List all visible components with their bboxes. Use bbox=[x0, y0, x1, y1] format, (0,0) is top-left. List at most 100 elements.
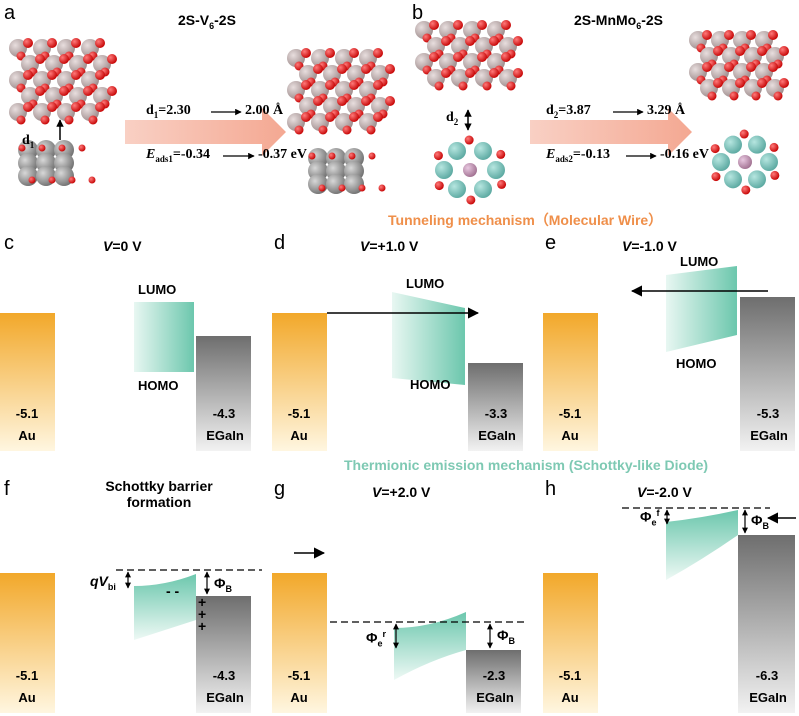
oxygen-atom bbox=[713, 46, 723, 56]
au-name-d: Au bbox=[290, 428, 308, 443]
oxygen-atom bbox=[95, 70, 105, 80]
lumo-label-e: LUMO bbox=[680, 254, 719, 269]
au-name-h: Au bbox=[561, 690, 579, 705]
panel-letter-d: d bbox=[274, 232, 286, 254]
oxygen-atom bbox=[466, 195, 476, 205]
oxygen-atom bbox=[308, 152, 316, 160]
mo-atom bbox=[724, 170, 742, 189]
oxygen-atom bbox=[47, 38, 57, 48]
oxygen-atom bbox=[318, 125, 328, 135]
oxygen-atom bbox=[735, 78, 745, 88]
oxygen-atom bbox=[724, 30, 734, 40]
mo-atom bbox=[474, 141, 492, 160]
bias-label-c: V=0 V bbox=[103, 238, 142, 254]
panel-letter-h: h bbox=[545, 478, 557, 500]
oxygen-atom bbox=[59, 86, 69, 96]
oxygen-atom bbox=[513, 36, 523, 46]
oxygen-atom bbox=[35, 86, 45, 96]
homo-label-c: HOMO bbox=[138, 378, 179, 393]
oxygen-atom bbox=[779, 78, 789, 88]
au-level-d: -5.1 bbox=[287, 406, 311, 421]
au-electrode-d bbox=[272, 313, 327, 451]
oxygen-atom bbox=[489, 68, 499, 78]
oxygen-atom bbox=[434, 81, 444, 91]
oxygen-atom bbox=[464, 135, 474, 145]
panel-letter-b: b bbox=[412, 2, 424, 24]
homo-label-d: HOMO bbox=[410, 377, 451, 392]
phib-label-g: ΦB bbox=[497, 627, 515, 646]
schottky-band-f bbox=[134, 574, 196, 640]
oxygen-atom bbox=[713, 78, 723, 88]
mo-atom bbox=[748, 170, 766, 189]
oxygen-atom bbox=[40, 115, 50, 125]
schottky-band-h bbox=[666, 510, 738, 580]
title-b: 2S-MnMo6-2S bbox=[574, 12, 664, 31]
oxygen-atom bbox=[313, 96, 323, 106]
oxygen-atom bbox=[453, 52, 463, 62]
egain-electrode-d bbox=[468, 363, 523, 451]
oxygen-atom bbox=[23, 38, 33, 48]
oxygen-atom bbox=[757, 46, 767, 56]
oxygen-atom bbox=[28, 176, 36, 184]
au-level-h: -5.1 bbox=[558, 668, 582, 683]
oxygen-atom bbox=[751, 91, 761, 101]
oxygen-atom bbox=[318, 184, 326, 192]
oxygen-atom bbox=[729, 91, 739, 101]
oxygen-atom bbox=[325, 48, 335, 58]
oxygen-atom bbox=[294, 125, 304, 135]
egain-level-f: -4.3 bbox=[212, 668, 236, 683]
oxygen-atom bbox=[338, 184, 346, 192]
mo-atom bbox=[474, 180, 492, 199]
oxygen-atom bbox=[23, 70, 33, 80]
oxygen-atom bbox=[465, 68, 475, 78]
oxygen-atom bbox=[337, 96, 347, 106]
oxygen-atom bbox=[349, 48, 359, 58]
panel-letter-e: e bbox=[545, 232, 557, 254]
oxygen-atom bbox=[711, 172, 721, 182]
oxygen-atom bbox=[361, 96, 371, 106]
structure-b-after bbox=[689, 30, 789, 195]
egain-name-h: EGaIn bbox=[749, 690, 787, 705]
e2-after: -0.16 eV bbox=[660, 147, 709, 162]
bias-label-g: V=+2.0 V bbox=[372, 484, 431, 500]
cluster-atom bbox=[308, 174, 328, 194]
egain-electrode-e bbox=[740, 297, 795, 451]
oxygen-atom bbox=[373, 80, 383, 90]
oxygen-atom bbox=[385, 96, 395, 106]
au-level-c: -5.1 bbox=[15, 406, 39, 421]
positive-charges: + + + bbox=[198, 594, 207, 634]
egain-name-f: EGaIn bbox=[206, 690, 244, 705]
bias-label-d: V=+1.0 V bbox=[360, 238, 419, 254]
oxygen-atom bbox=[348, 152, 356, 160]
oxygen-atom bbox=[23, 102, 33, 112]
process-arrow-a bbox=[125, 108, 286, 156]
au-level-e: -5.1 bbox=[558, 406, 582, 421]
oxygen-atom bbox=[349, 112, 359, 122]
oxygen-atom bbox=[441, 36, 451, 46]
oxygen-atom bbox=[47, 102, 57, 112]
lumo-label-c: LUMO bbox=[138, 282, 177, 297]
oxygen-atom bbox=[313, 64, 323, 74]
oxygen-atom bbox=[358, 184, 366, 192]
oxygen-atom bbox=[735, 46, 745, 56]
oxygen-atom bbox=[107, 54, 117, 64]
au-electrode-g bbox=[272, 573, 327, 713]
oxygen-atom bbox=[506, 81, 516, 91]
d1-label: d1 bbox=[22, 133, 35, 150]
oxygen-atom bbox=[368, 152, 376, 160]
thermionic-mechanism-label: Thermionic emission mechanism (Schottky-… bbox=[344, 457, 709, 473]
oxygen-atom bbox=[741, 185, 751, 195]
d1-after: 2.00 Å bbox=[245, 103, 284, 118]
oxygen-atom bbox=[78, 144, 86, 152]
oxygen-atom bbox=[477, 20, 487, 30]
oxygen-atom bbox=[325, 112, 335, 122]
oxygen-atom bbox=[71, 38, 81, 48]
oxygen-atom bbox=[301, 112, 311, 122]
egain-name-e: EGaIn bbox=[750, 428, 788, 443]
phief-label: Φef bbox=[640, 508, 660, 528]
panel-letter-a: a bbox=[4, 2, 16, 24]
oxygen-atom bbox=[373, 112, 383, 122]
lumo-label-d: LUMO bbox=[406, 276, 445, 291]
cluster-atom bbox=[18, 166, 38, 186]
oxygen-atom bbox=[746, 62, 756, 72]
